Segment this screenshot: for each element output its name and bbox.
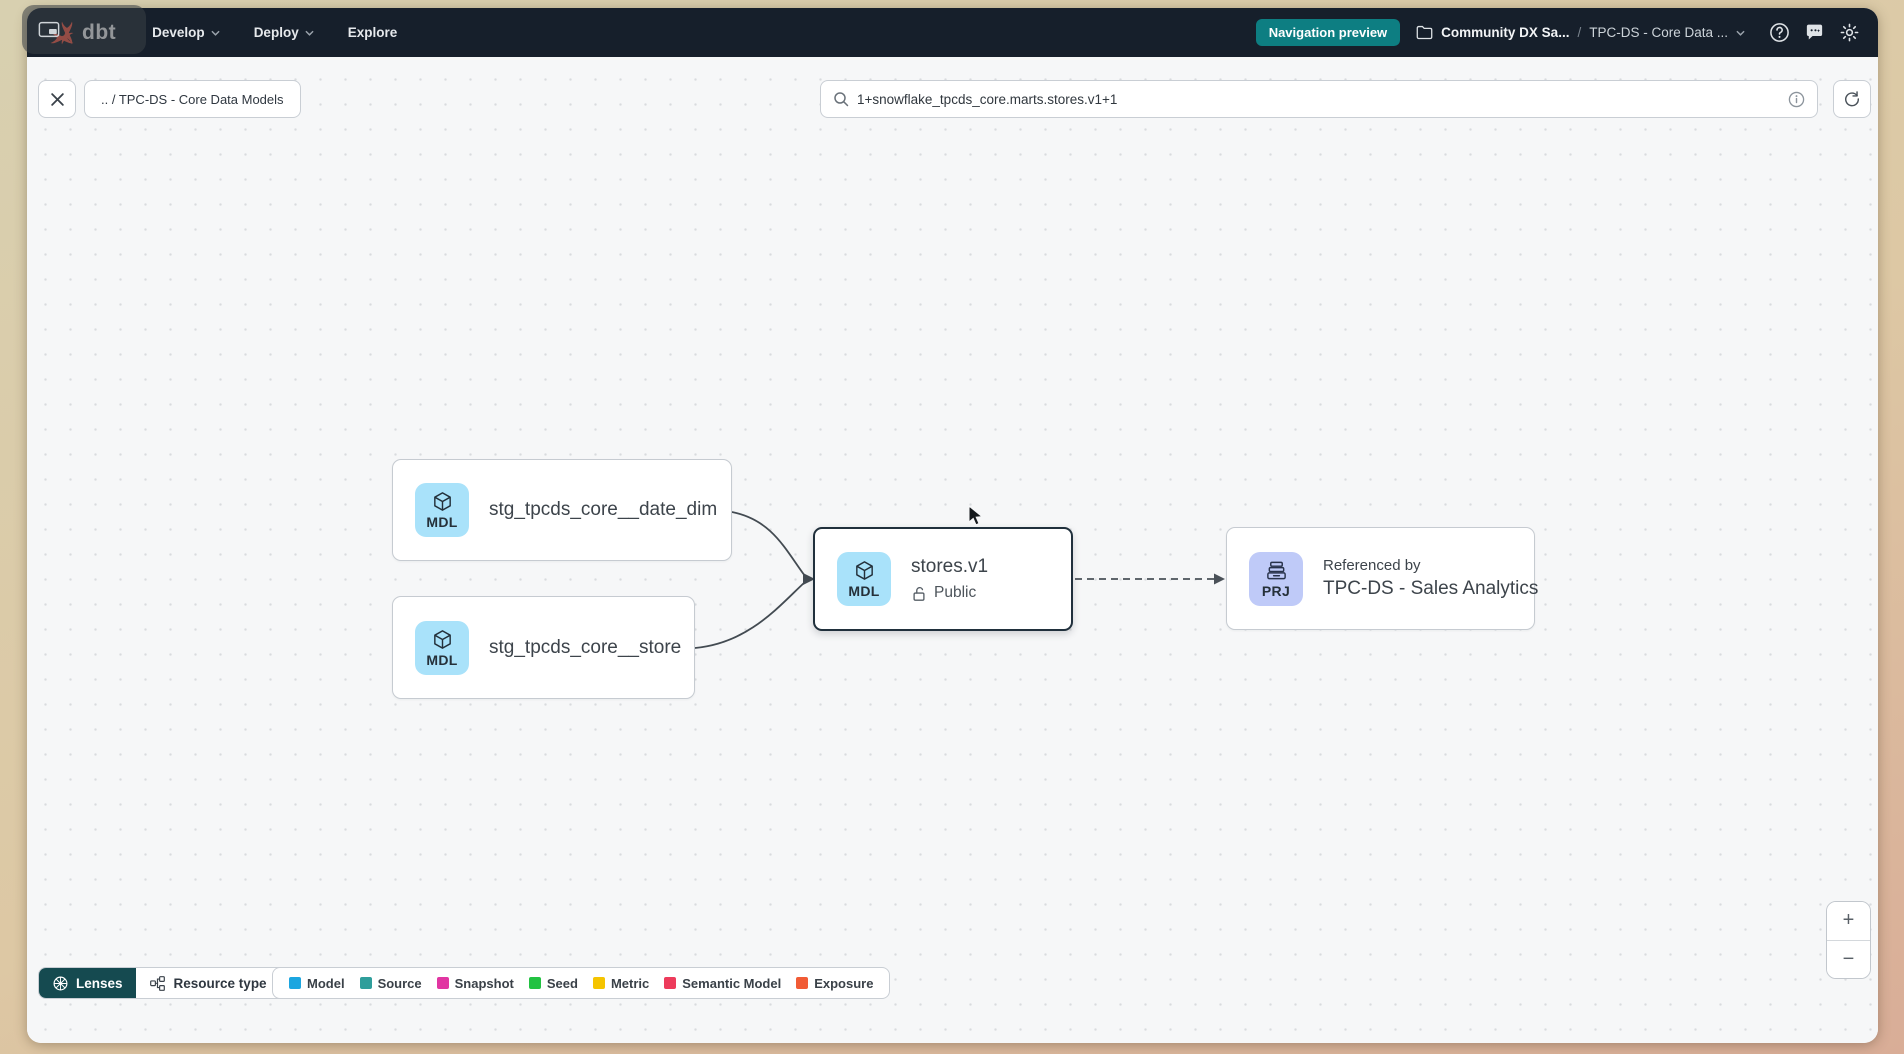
- help-icon[interactable]: [1769, 22, 1790, 43]
- chevron-down-icon[interactable]: [1736, 30, 1745, 36]
- pip-indicator: [22, 5, 146, 54]
- search-input[interactable]: [857, 91, 1780, 107]
- lenses-label: Lenses: [76, 975, 123, 991]
- lineage-breadcrumb[interactable]: .. / TPC-DS - Core Data Models: [84, 80, 301, 118]
- pip-icon: [38, 21, 60, 38]
- legend-swatch: [359, 977, 372, 989]
- badge-label: MDL: [426, 514, 458, 530]
- legend-swatch: [796, 977, 809, 989]
- menu-deploy[interactable]: Deploy: [254, 25, 314, 40]
- legend-label: Semantic Model: [682, 975, 782, 991]
- chevron-down-icon: [211, 30, 220, 36]
- project-icon: [1266, 561, 1286, 579]
- info-icon[interactable]: [1788, 91, 1805, 108]
- node-stores-v1[interactable]: MDL stores.v1 Public: [813, 527, 1073, 631]
- legend-swatch: [664, 977, 677, 989]
- legend-label: Exposure: [814, 975, 874, 991]
- navigation-preview-badge[interactable]: Navigation preview: [1255, 19, 1401, 46]
- breadcrumb-separator: /: [1577, 25, 1582, 40]
- main-menu: Develop Deploy Explore: [152, 25, 397, 40]
- zoom-controls: + −: [1826, 901, 1871, 979]
- resource-type-label: Resource type: [173, 975, 267, 991]
- zoom-in-button[interactable]: +: [1827, 902, 1870, 941]
- resource-legend: Model Source Snapshot Seed Metric Semant…: [272, 967, 891, 999]
- folder-icon: [1416, 25, 1433, 40]
- badge-label: MDL: [848, 583, 880, 599]
- app-window: dbt Develop Deploy Explore Navigation pr…: [27, 8, 1878, 1043]
- legend-snapshot: Snapshot: [436, 975, 514, 991]
- arrowhead: [1214, 573, 1225, 585]
- menu-explore-label: Explore: [347, 25, 398, 40]
- account-breadcrumb: Community DX Sa... / TPC-DS - Core Data …: [1416, 25, 1745, 40]
- badge-label: MDL: [426, 651, 458, 668]
- lineage-canvas[interactable]: .. / TPC-DS - Core Data Models: [27, 57, 1878, 1043]
- legend-source: Source: [359, 975, 422, 991]
- navbar-right: Navigation preview Community DX Sa... / …: [1255, 19, 1860, 46]
- node-label: stg_tpcds_core__store: [489, 636, 682, 658]
- search-icon: [834, 92, 849, 107]
- view-controls: Lenses Resource type: [38, 967, 298, 999]
- top-navbar: dbt Develop Deploy Explore Navigation pr…: [27, 8, 1878, 57]
- legend-swatch: [592, 977, 605, 989]
- node-text: Referenced by TPC-DS - Sales Analytics: [1323, 557, 1538, 600]
- model-badge: MDL: [837, 552, 891, 606]
- resource-type-dropdown[interactable]: Resource type: [135, 968, 297, 998]
- menu-explore[interactable]: Explore: [348, 25, 398, 40]
- close-icon: [50, 92, 64, 106]
- legend-label: Snapshot: [454, 975, 514, 991]
- model-badge: MDL: [415, 620, 469, 675]
- close-button[interactable]: [38, 80, 76, 118]
- refresh-button[interactable]: [1833, 80, 1871, 118]
- mouse-cursor-icon: [968, 505, 984, 526]
- feedback-icon[interactable]: [1804, 22, 1825, 43]
- project-badge: PRJ: [1249, 551, 1303, 606]
- model-cube-icon: [855, 561, 873, 580]
- menu-develop[interactable]: Develop: [152, 25, 220, 40]
- access-label: Public: [934, 584, 977, 601]
- legend-label: Metric: [610, 975, 650, 991]
- node-access: Public: [911, 584, 988, 602]
- legend-seed: Seed: [528, 975, 578, 991]
- chevron-down-icon: [305, 30, 314, 36]
- lock-open-icon: [913, 586, 925, 601]
- badge-label: PRJ: [1261, 582, 1291, 599]
- node-caption: Referenced by: [1323, 557, 1421, 574]
- model-cube-icon: [433, 629, 451, 649]
- node-label: stg_tpcds_core__date_dim: [489, 499, 718, 520]
- legend-label: Model: [307, 975, 345, 991]
- legend-semantic-model: Semantic Model: [664, 976, 781, 991]
- resource-type-icon: [149, 975, 165, 991]
- legend-model: Model: [289, 976, 345, 991]
- lineage-search: [820, 80, 1818, 118]
- zoom-out-button[interactable]: −: [1827, 940, 1870, 978]
- menu-deploy-label: Deploy: [253, 25, 299, 40]
- lenses-button[interactable]: Lenses: [39, 968, 136, 998]
- project-name[interactable]: TPC-DS - Core Data ...: [1589, 25, 1728, 40]
- node-stg-tpcds-core-date-dim[interactable]: MDL stg_tpcds_core__date_dim: [392, 459, 732, 561]
- lenses-icon: [53, 976, 68, 990]
- legend-label: Source: [377, 975, 422, 991]
- legend-label: Seed: [546, 975, 578, 991]
- lineage-breadcrumb-label: .. / TPC-DS - Core Data Models: [101, 91, 284, 107]
- node-stg-tpcds-core-store[interactable]: MDL stg_tpcds_core__store: [392, 596, 695, 699]
- model-cube-icon: [433, 492, 451, 511]
- node-label: TPC-DS - Sales Analytics: [1323, 578, 1539, 599]
- node-label: stores.v1: [911, 556, 989, 577]
- navbar-icons: [1769, 22, 1860, 43]
- account-name[interactable]: Community DX Sa...: [1441, 25, 1570, 40]
- node-text: stores.v1 Public: [911, 556, 988, 602]
- menu-develop-label: Develop: [152, 25, 205, 40]
- refresh-icon: [1845, 91, 1860, 107]
- legend-swatch: [528, 977, 541, 989]
- node-tpcds-sales-analytics[interactable]: PRJ Referenced by TPC-DS - Sales Analyti…: [1226, 527, 1538, 630]
- legend-swatch: [436, 977, 449, 989]
- legend-swatch: [289, 977, 301, 989]
- model-badge: MDL: [415, 483, 469, 537]
- legend-exposure: Exposure: [796, 976, 873, 991]
- settings-icon[interactable]: [1839, 22, 1860, 43]
- legend-metric: Metric: [592, 975, 650, 991]
